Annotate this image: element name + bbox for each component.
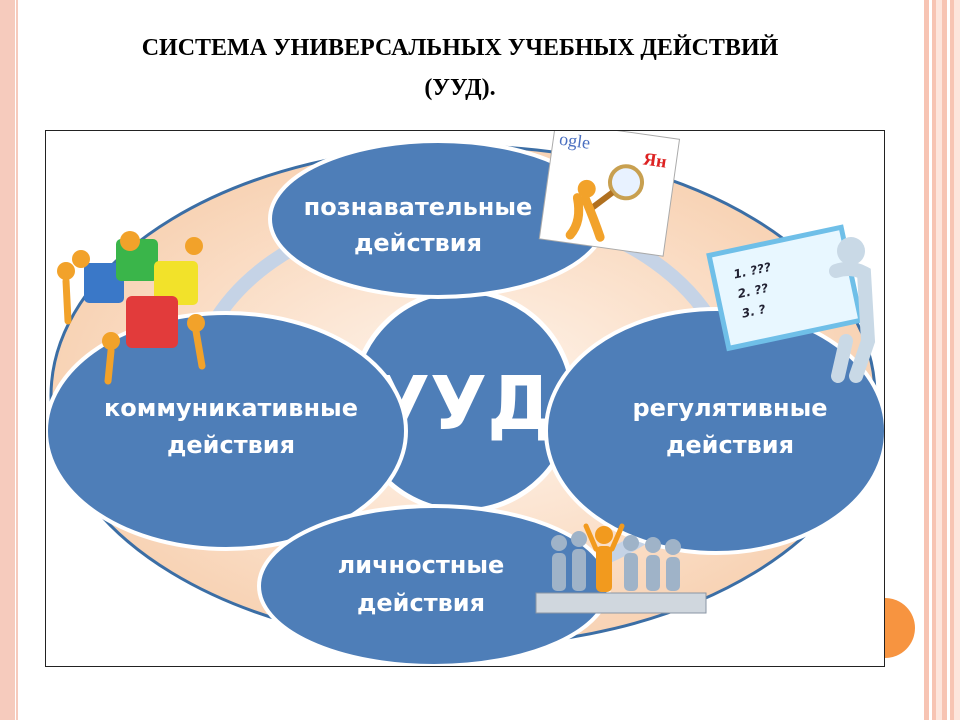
node-personal-line2: действия xyxy=(357,589,485,617)
node-regulatory xyxy=(544,307,884,555)
node-communicative xyxy=(46,311,408,551)
node-regulatory-line2: действия xyxy=(666,431,794,459)
presenter-figure xyxy=(829,237,876,383)
orange-accent-shape xyxy=(885,598,915,658)
uud-diagram: УУД познавательные действия коммуникатив… xyxy=(46,131,884,666)
people-group-image xyxy=(535,523,707,614)
node-regulatory-line1: регулятивные xyxy=(632,394,827,422)
puzzle-team-image xyxy=(57,231,206,385)
slide-border-left xyxy=(0,0,18,720)
node-personal-line1: личностные xyxy=(338,551,505,579)
title-line-1: СИСТЕМА УНИВЕРСАЛЬНЫХ УЧЕБНЫХ ДЕЙСТВИЙ xyxy=(141,35,779,61)
node-cognitive-line2: действия xyxy=(354,229,482,257)
board-item-2: 2. ?? xyxy=(736,281,769,301)
board-item-3: 3. ? xyxy=(741,302,767,321)
node-communicative-line2: действия xyxy=(167,431,295,459)
search-logo-yandex: Ян xyxy=(642,149,668,172)
question-board-image: 1. ??? 2. ?? 3. ? xyxy=(706,224,864,352)
title-line-2: (УУД). xyxy=(424,75,496,101)
node-cognitive-line1: познавательные xyxy=(304,193,533,221)
slide-title: СИСТЕМА УНИВЕРСАЛЬНЫХ УЧЕБНЫХ ДЕЙСТВИЙ (… xyxy=(20,28,900,108)
search-logo-google: ogle xyxy=(558,131,591,153)
slide-border-right xyxy=(924,0,960,720)
node-communicative-line1: коммуникативные xyxy=(104,394,358,422)
magnifier-icon xyxy=(608,164,645,201)
diagram-frame: УУД познавательные действия коммуникатив… xyxy=(45,130,885,667)
search-engines-image: ogle Ян xyxy=(538,131,681,257)
